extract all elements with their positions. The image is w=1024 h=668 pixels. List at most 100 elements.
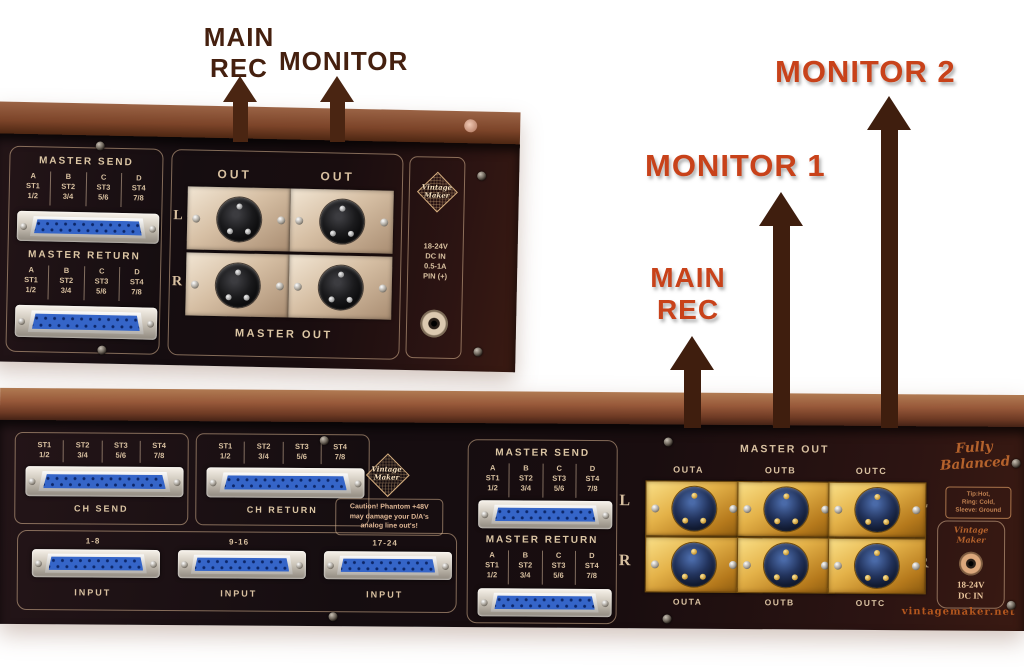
xlr-socket bbox=[672, 486, 717, 531]
master-out-title: MASTER OUT bbox=[234, 327, 333, 342]
xlr-outc-R bbox=[827, 537, 927, 595]
xlr-socket bbox=[671, 542, 717, 587]
xlr-output-L2 bbox=[289, 188, 394, 254]
outc-label: OUTC bbox=[855, 465, 888, 477]
input-range-label: 17-24 bbox=[372, 538, 398, 548]
screw bbox=[663, 437, 673, 447]
xlr-socket bbox=[214, 262, 260, 308]
screw bbox=[662, 614, 672, 624]
dc-power-jack bbox=[419, 309, 449, 338]
db25-pins bbox=[32, 314, 140, 331]
xlr-socket bbox=[764, 487, 809, 532]
master-send-title: MASTER SEND bbox=[495, 447, 591, 459]
db25-connector bbox=[477, 588, 612, 618]
db25-shell bbox=[30, 216, 146, 239]
outb-label: OUTB bbox=[764, 597, 795, 608]
db25-shell bbox=[28, 310, 144, 334]
input-label: INPUT bbox=[220, 588, 258, 599]
monitor1-label: MONITOR 1 bbox=[645, 148, 826, 183]
xlr-output-R1 bbox=[185, 252, 290, 318]
top-monitor-label: MONITOR bbox=[279, 46, 409, 76]
left-channel-label: L bbox=[173, 208, 183, 224]
input-range-label: 9-16 bbox=[229, 537, 250, 547]
connector-screw bbox=[17, 317, 26, 325]
monitor2-label: MONITOR 2 bbox=[775, 54, 956, 89]
connector-screw bbox=[146, 320, 155, 328]
wiring-note: Tip:Hot, Ring: Cold, Sleeve: Ground bbox=[945, 486, 1012, 519]
caution-note: Caution! Phantom +48V may damage your D/… bbox=[335, 498, 444, 536]
master-return-title: MASTER RETURN bbox=[485, 534, 599, 547]
inputs-panel: 1-8 9-16 17-24 INPUT INPUT INPUT bbox=[16, 529, 458, 614]
db25-connector bbox=[323, 551, 453, 581]
input-range-label: 1-8 bbox=[85, 536, 101, 546]
right-channel-label: R bbox=[171, 274, 183, 290]
right-channel-label: R bbox=[618, 552, 631, 570]
master-out-title: MASTER OUT bbox=[739, 443, 830, 456]
screw bbox=[1006, 600, 1016, 610]
db25-connector bbox=[478, 500, 613, 530]
xlr-outa-R bbox=[644, 536, 744, 594]
input-label: INPUT bbox=[74, 587, 112, 598]
outa-label: OUTA bbox=[673, 464, 705, 475]
monitor2-out-arrow-icon bbox=[867, 96, 911, 428]
connector-screw bbox=[148, 225, 157, 233]
db25-connector bbox=[16, 210, 160, 244]
main-rec-arrow-icon bbox=[223, 76, 257, 142]
ch-send-title: CH SEND bbox=[74, 503, 129, 514]
master-return-title: MASTER RETURN bbox=[27, 249, 141, 263]
input-label: INPUT bbox=[366, 589, 404, 600]
xlr-socket bbox=[854, 543, 900, 589]
master-send-title: MASTER SEND bbox=[38, 155, 134, 169]
screw bbox=[328, 612, 338, 622]
xlr-socket bbox=[317, 264, 363, 310]
xlr-outb-L bbox=[737, 481, 836, 538]
connector-screw bbox=[19, 222, 28, 230]
xlr-socket bbox=[855, 487, 900, 533]
left-channel-label: L bbox=[619, 492, 631, 510]
xlr-outb-R bbox=[736, 537, 836, 594]
xlr-socket bbox=[216, 196, 262, 242]
db25-pins bbox=[34, 219, 142, 236]
xlr-socket bbox=[319, 198, 365, 244]
out-label: OUT bbox=[217, 167, 252, 182]
xlr-outc-L bbox=[828, 481, 927, 539]
power-spec-text: 18-24V DC IN 0.5-1A PIN (+) bbox=[422, 241, 448, 282]
website-url: vintagemaker.net bbox=[901, 606, 1016, 618]
main-rec-out-arrow-icon bbox=[670, 336, 714, 428]
monitor1-out-arrow-icon bbox=[759, 192, 803, 428]
db25-connector bbox=[206, 467, 365, 499]
outb-label: OUTB bbox=[764, 465, 797, 476]
screw bbox=[1011, 458, 1021, 468]
db25-connector bbox=[177, 550, 307, 579]
monitor-arrow-icon bbox=[320, 76, 354, 142]
top-master-out-panel: OUT OUT L R MASTER OUT bbox=[167, 149, 404, 360]
xlr-outa-L bbox=[645, 480, 744, 538]
outa-label: OUTA bbox=[672, 596, 703, 607]
screw bbox=[319, 436, 329, 446]
xlr-socket bbox=[763, 543, 809, 588]
db25-connector bbox=[31, 549, 161, 578]
db25-connector bbox=[25, 466, 184, 498]
dc-power-jack bbox=[958, 551, 984, 576]
out-label: OUT bbox=[320, 169, 355, 184]
